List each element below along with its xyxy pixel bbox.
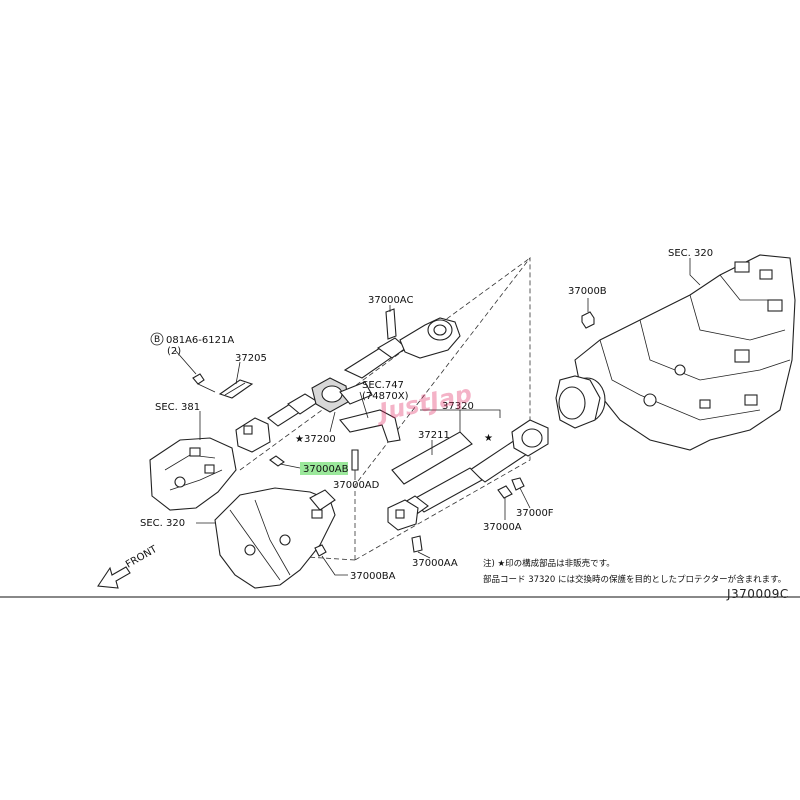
bracket-37205 — [218, 379, 254, 399]
note-line-2: 部品コード 37320 には交換時の保護を目的としたプロテクターが含まれます。 — [483, 574, 786, 585]
label-sec-320-right: SEC. 320 — [668, 248, 713, 259]
nut-37000ba — [314, 544, 327, 557]
label-37000b: 37000B — [568, 286, 607, 297]
label-37000ac: 37000AC — [368, 295, 413, 306]
front-propeller-shaft — [235, 317, 461, 453]
label-bolt-ref: 081A6-6121A — [166, 335, 234, 346]
label-sec-747: SEC.747 — [362, 380, 404, 391]
front-transmission-housing — [214, 487, 336, 589]
front-differential — [149, 437, 237, 511]
nut-37000f — [511, 477, 525, 491]
nut-37000b — [581, 311, 595, 329]
label-star-marker: ★ — [484, 433, 493, 444]
bolt-37000ac — [385, 308, 397, 340]
note-line-1: 注) ★印の構成部品は非販売です。 — [483, 558, 615, 569]
bolt-37000aa — [411, 535, 423, 553]
label-37000ad: 37000AD — [333, 480, 380, 491]
label-sec-381: SEC. 381 — [155, 402, 200, 413]
label-bolt-qty: (2) — [167, 346, 181, 357]
label-37000a: 37000A — [483, 522, 522, 533]
label-37205: 37205 — [235, 353, 267, 364]
rear-propeller-shaft — [387, 419, 549, 531]
highlight-37000ab — [300, 462, 348, 475]
bolt-081a6-6121a — [192, 373, 216, 393]
diagram-code: J370009C — [726, 587, 789, 601]
label-37000ab: 37000AB — [303, 464, 349, 475]
bolt-37000ad — [351, 449, 359, 471]
label-bolt-circle: B — [154, 335, 160, 345]
label-37211: 37211 — [418, 430, 450, 441]
label-sec-747-ref: (74870X) — [362, 391, 409, 402]
bolt-37000ab — [269, 455, 285, 467]
label-37000ba: 37000BA — [350, 571, 396, 582]
label-sec-320-left: SEC. 320 — [140, 518, 185, 529]
bolt-37000a — [497, 485, 513, 499]
label-37320: 37320 — [442, 401, 474, 412]
label-37000f: 37000F — [516, 508, 554, 519]
label-37000aa: 37000AA — [412, 558, 458, 569]
front-arrow-icon — [97, 566, 131, 589]
label-front: FRONT — [124, 544, 160, 571]
bolt-circle-marker — [150, 332, 164, 346]
assembly-outline — [354, 256, 531, 561]
label-37200: ★37200 — [295, 434, 336, 445]
rear-transmission-housing — [555, 254, 796, 451]
